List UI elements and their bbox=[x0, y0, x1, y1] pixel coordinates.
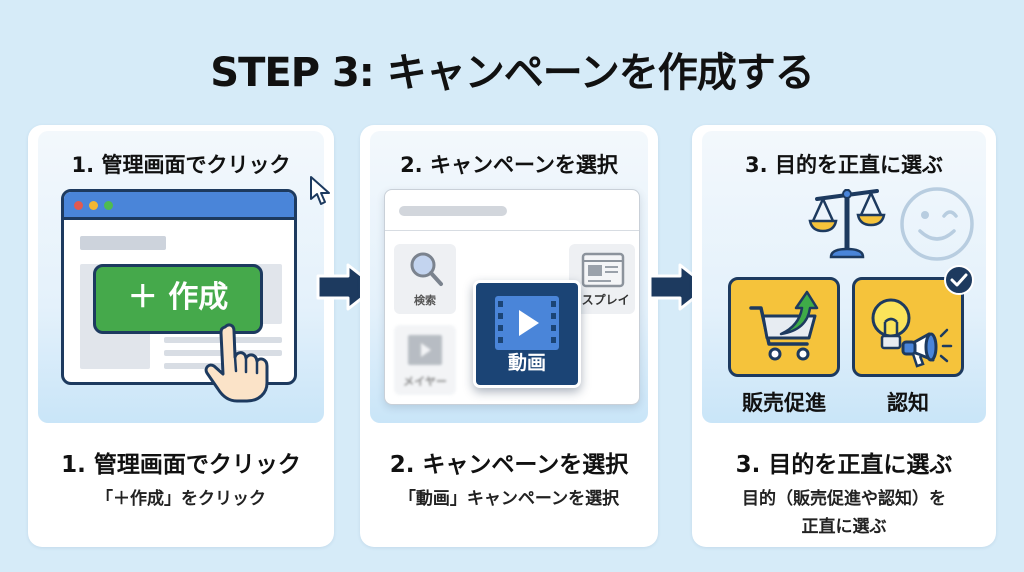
step-2-caption-title: 2. キャンペーンを選択 bbox=[389, 452, 629, 478]
campaign-type-selector: 検索 ディスプレイ メイヤー bbox=[384, 189, 640, 405]
step-3-caption-title: 3. 目的を正直に選ぶ bbox=[735, 452, 953, 478]
magnifier-icon bbox=[410, 252, 443, 286]
goal-label-awareness: 認知 bbox=[887, 391, 929, 415]
video-option-label: 動画 bbox=[507, 352, 546, 374]
minimize-dot bbox=[89, 201, 98, 210]
maximize-dot bbox=[104, 201, 113, 210]
goal-option-awareness[interactable] bbox=[852, 277, 964, 377]
create-button[interactable]: ＋ 作成 bbox=[93, 264, 263, 334]
step-1-panel-title: 1. 管理画面でクリック bbox=[71, 153, 291, 177]
close-dot bbox=[74, 201, 83, 210]
campaign-option-search[interactable]: 検索 bbox=[394, 244, 456, 314]
step-3-caption-body: 目的（販売促進や認知）を 正直に選ぶ bbox=[702, 485, 986, 541]
page-title: STEP 3: キャンペーンを作成する bbox=[210, 50, 814, 96]
step-2-caption-body: 「動画」キャンペーンを選択 bbox=[398, 489, 620, 509]
placeholder-bar bbox=[399, 206, 507, 216]
balance-scale-icon bbox=[808, 189, 886, 259]
step-3-illustration-panel: 3. 目的を正直に選ぶ bbox=[702, 131, 986, 423]
hand-pointer-icon bbox=[204, 323, 269, 403]
divider bbox=[385, 230, 639, 231]
step-card-1: 1. 管理画面でクリック ＋ 作成 1. 管理画面でクリック 「＋作成」をクリッ… bbox=[28, 125, 334, 547]
check-badge-icon bbox=[944, 265, 974, 295]
lightbulb-megaphone-icon bbox=[871, 298, 953, 368]
step-card-3: 3. 目的を正直に選ぶ bbox=[692, 125, 996, 547]
step-1-caption-body: 「＋作成」をクリック bbox=[96, 489, 266, 509]
step-1-caption-title: 1. 管理画面でクリック bbox=[61, 452, 301, 478]
campaign-option-label: メイヤー bbox=[403, 375, 447, 388]
browser-title-bar bbox=[64, 192, 294, 220]
campaign-option-blurred[interactable]: メイヤー bbox=[394, 325, 456, 395]
step-1-illustration-panel: 1. 管理画面でクリック ＋ 作成 bbox=[38, 131, 330, 423]
cart-growth-icon bbox=[749, 290, 819, 361]
step-3-caption-line-2: 正直に選ぶ bbox=[801, 517, 887, 537]
display-ad-icon bbox=[581, 252, 625, 288]
step-card-2: 2. キャンペーンを選択 検索 ディ bbox=[360, 125, 658, 547]
wink-face-icon bbox=[900, 187, 974, 261]
video-icon bbox=[408, 335, 442, 365]
campaign-option-label: 検索 bbox=[414, 294, 436, 307]
step-2-illustration-panel: 2. キャンペーンを選択 検索 ディ bbox=[370, 131, 648, 423]
goal-label-sales: 販売促進 bbox=[742, 391, 826, 415]
step-2-panel-title: 2. キャンペーンを選択 bbox=[400, 153, 618, 177]
pointer-cursor-icon bbox=[310, 176, 330, 205]
step-3-panel-title: 3. 目的を正直に選ぶ bbox=[745, 153, 943, 177]
video-play-icon bbox=[495, 296, 559, 350]
placeholder-bar bbox=[80, 236, 166, 250]
goal-option-sales[interactable] bbox=[728, 277, 840, 377]
campaign-option-video-selected[interactable]: 動画 bbox=[473, 280, 581, 388]
step-3-caption-line-1: 目的（販売促進や認知）を bbox=[742, 489, 946, 509]
